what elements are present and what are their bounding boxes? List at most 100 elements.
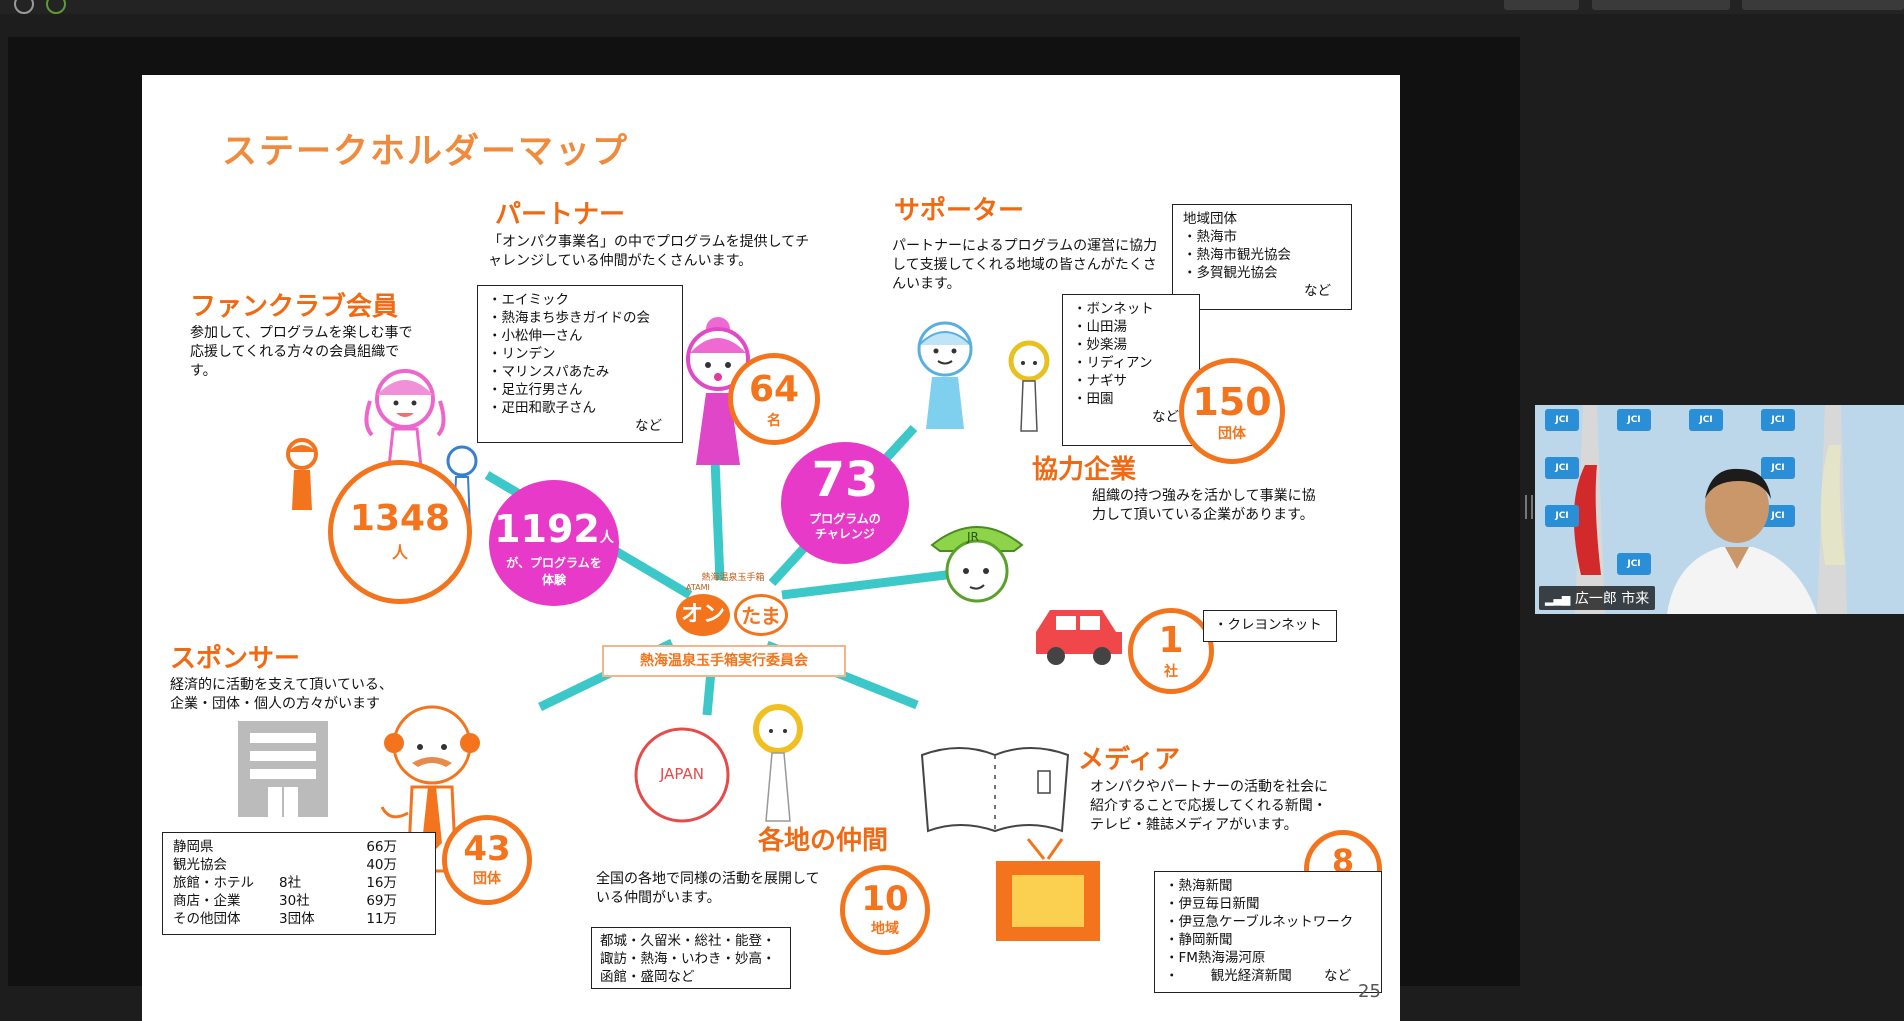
- backdrop-logo: JCI: [1761, 457, 1795, 479]
- regional-count-ring: 10 地域: [840, 865, 930, 955]
- list-item: 熱海市観光協会: [1183, 246, 1341, 264]
- cooperation-count: 1: [1158, 620, 1184, 661]
- stamp-text: JAPAN: [659, 765, 704, 783]
- sponsor-row-detail: 8社: [279, 875, 302, 891]
- partner-list-box: エイミック 熱海まち歩きガイドの会 小松伸一さん リンデン マリンスパあたみ 足…: [477, 285, 683, 443]
- view-button[interactable]: [1592, 0, 1730, 10]
- child-figure-icon: [286, 438, 318, 510]
- flag-icon: [1573, 405, 1847, 614]
- shared-screen: ステークホルダーマップ パートナー 「オンパク事業名」の中でプログラムを提供して…: [8, 37, 1520, 1021]
- list-item: 多賀観光協会: [1183, 264, 1341, 282]
- logo-on-text: オン: [676, 594, 730, 636]
- cooperation-description: 組織の持つ強みを活かして事業に協力して頂いている企業があります。: [1092, 488, 1316, 523]
- car-icon: [1036, 610, 1122, 665]
- sponsor-row-label: 旅館・ホテル: [173, 875, 254, 891]
- backdrop-logo: JCI: [1617, 409, 1651, 431]
- supporter-figure-2-icon: [1008, 340, 1050, 432]
- list-item: 熱海市: [1183, 228, 1341, 246]
- tv-icon: [996, 838, 1100, 941]
- list-item: 伊豆急ケーブルネットワーク: [1165, 913, 1371, 931]
- list-item: 伊豆毎日新聞: [1165, 895, 1371, 913]
- sponsor-description: 経済的に活動を支えて頂いている、企業・団体・個人の方々がいます: [170, 677, 393, 712]
- media-count: 8: [1331, 842, 1355, 880]
- sponsor-row-amount: 66万: [366, 839, 397, 855]
- fanclub-heading: ファンクラブ会員: [190, 292, 399, 322]
- supporter-count: 150: [1192, 380, 1272, 424]
- list-item: エイミック: [488, 291, 672, 309]
- regional-description: 全国の各地で同様の活動を展開している仲間がいます。: [596, 871, 820, 906]
- participant-video[interactable]: JCI JCI JCI JCI JCI JCI JCI JCI JCI ▂▄▆ …: [1535, 405, 1904, 614]
- backdrop-logo: JCI: [1761, 409, 1795, 431]
- list-item: 小松伸一さん: [488, 327, 672, 345]
- layout-button[interactable]: [1742, 0, 1904, 10]
- regional-heading: 各地の仲間: [758, 826, 889, 856]
- sponsor-row-amount: 11万: [366, 911, 397, 927]
- regional-count: 10: [861, 879, 909, 919]
- japan-stamp-icon: JAPAN: [634, 727, 730, 823]
- list-item: 熱海新聞: [1165, 877, 1371, 895]
- participants-description: が、プログラムを体験: [506, 556, 602, 587]
- media-list-box: 熱海新聞 伊豆毎日新聞 伊豆急ケーブルネットワーク 静岡新聞 FM熱海湯河原 観…: [1154, 871, 1382, 993]
- list-item: FM熱海湯河原: [1165, 949, 1371, 967]
- line-cooperation: [781, 568, 963, 600]
- list-item: リディアン: [1073, 354, 1189, 372]
- fanclub-description: 参加して、プログラムを楽しむ事で応援してくれる方々の会員組織です。: [190, 325, 413, 379]
- cooperation-unit: 社: [1164, 664, 1178, 680]
- ontama-logo: 熱海温泉玉手箱 ATAMI オン たま: [674, 570, 792, 650]
- supporter-unit: 団体: [1218, 426, 1246, 442]
- partner-heading: パートナー: [495, 200, 626, 230]
- participants-circle: 1192人 が、プログラムを体験: [489, 480, 619, 606]
- sponsor-heading: スポンサー: [170, 644, 301, 674]
- toolbar-icon[interactable]: [14, 0, 34, 14]
- supporter-description: パートナーによるプログラムの運営に協力して支援してくれる地域の皆さんがたくさんい…: [892, 238, 1158, 292]
- backdrop-logo: JCI: [1761, 505, 1795, 527]
- sponsor-row-label: 静岡県: [173, 839, 214, 855]
- sponsor-row-amount: 69万: [366, 893, 397, 909]
- slide-title: ステークホルダーマップ: [222, 132, 630, 172]
- line-partner: [710, 459, 725, 581]
- more-label: など: [1304, 283, 1331, 299]
- partner-count-ring: 64 名: [728, 353, 820, 445]
- regional-list-text: 都城・久留米・総社・能登・諏訪・熱海・いわき・妙高・函館・盛岡など: [600, 933, 776, 985]
- list-item: 静岡新聞: [1165, 931, 1371, 949]
- security-icon[interactable]: [46, 0, 66, 14]
- sponsor-row-label: その他団体: [173, 911, 241, 927]
- regional-figure-icon: [753, 704, 803, 822]
- list-item: 山田湯: [1073, 318, 1189, 336]
- regional-unit: 地域: [871, 921, 899, 937]
- list-item: 足立行男さん: [488, 381, 672, 399]
- signal-icon: ▂▄▆: [1545, 593, 1571, 606]
- backdrop-logo: JCI: [1617, 553, 1651, 575]
- more-label: など: [1152, 409, 1179, 425]
- presentation-slide: ステークホルダーマップ パートナー 「オンパク事業名」の中でプログラムを提供して…: [142, 75, 1400, 1021]
- backdrop-logo: JCI: [1545, 505, 1579, 527]
- sponsor-count-ring: 43 団体: [442, 815, 532, 905]
- participant-name: 広一郎 市来: [1574, 591, 1650, 607]
- sponsor-row-detail: [279, 838, 337, 856]
- list-item: リンデン: [488, 345, 672, 363]
- partner-count: 64: [748, 369, 800, 410]
- media-heading: メディア: [1078, 745, 1181, 775]
- more-label: など: [635, 418, 662, 434]
- toolbar-button[interactable]: [1504, 0, 1579, 10]
- partner-description: 「オンパク事業名」の中でプログラムを提供してチャレンジしている仲間がたくさんいま…: [488, 234, 810, 269]
- sponsor-row-label: 観光協会: [173, 857, 227, 873]
- logo-tama-text: たま: [734, 594, 788, 636]
- fanclub-count: 1348: [349, 498, 451, 539]
- panel-resize-handle[interactable]: [1525, 495, 1533, 519]
- logo-top-text: 熱海温泉玉手箱: [701, 573, 765, 583]
- list-item: マリンスパあたみ: [488, 363, 672, 381]
- media-description: オンパクやパートナーの活動を社会に紹介することで応援してくれる新聞・テレビ・雑誌…: [1090, 779, 1328, 833]
- backdrop-logo: JCI: [1545, 409, 1579, 431]
- logo-atami-text: ATAMI: [686, 583, 710, 592]
- company-figure-icon: JR: [930, 526, 1024, 603]
- more-label: など: [1324, 968, 1351, 984]
- cooperation-count-ring: 1 社: [1128, 608, 1214, 694]
- cooperation-list-box: クレヨンネット: [1203, 610, 1337, 642]
- fanclub-count-ring: 1348 人: [328, 460, 472, 604]
- sponsor-row-detail: 30社: [279, 893, 310, 909]
- programs-count: 73: [811, 452, 879, 508]
- fanclub-unit: 人: [391, 543, 408, 562]
- sponsor-unit: 団体: [473, 871, 501, 887]
